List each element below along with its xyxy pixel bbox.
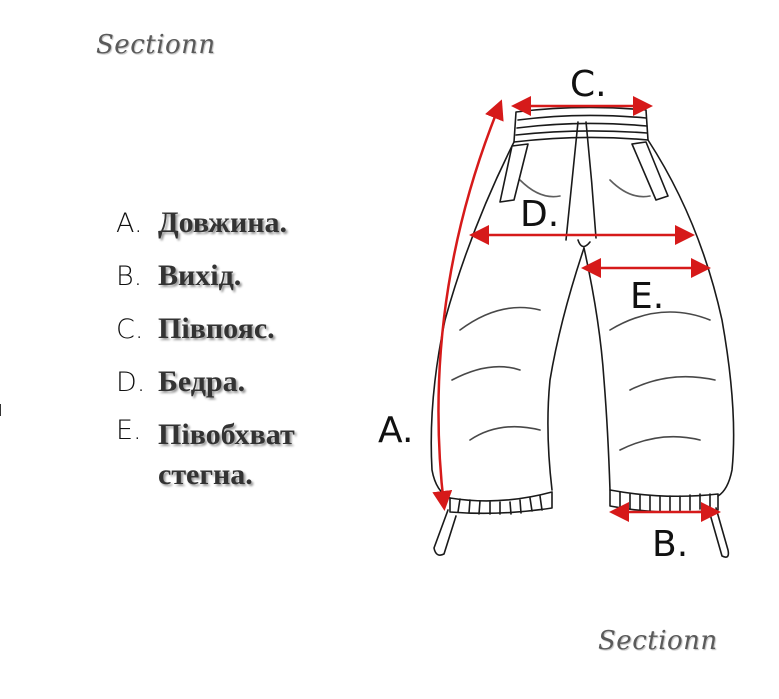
edge-tick bbox=[0, 404, 1, 416]
legend-item-a: A. Довжина. bbox=[116, 203, 348, 256]
legend-item-e: E. Півобхват стегна. bbox=[116, 415, 348, 495]
label-b: B. bbox=[652, 524, 688, 565]
brand-logo-top: Sectionn bbox=[96, 30, 216, 60]
left-pocket bbox=[499, 143, 529, 203]
pants-outline bbox=[430, 106, 735, 558]
legend-letter: E. bbox=[116, 415, 142, 446]
legend-item-c: C. Півпояс. bbox=[116, 309, 348, 362]
right-cuff bbox=[609, 489, 719, 514]
measurement-legend: A. Довжина. B. Вихід. C. Півпояс. D. Бед… bbox=[116, 203, 348, 495]
legend-text: Вихід. bbox=[158, 259, 242, 292]
legend-letter: D. bbox=[116, 367, 146, 398]
drawstring-right bbox=[585, 121, 597, 239]
label-c: C. bbox=[570, 64, 607, 105]
legend-letter: A. bbox=[116, 208, 143, 239]
right-pocket bbox=[631, 141, 669, 201]
left-cuff bbox=[449, 491, 553, 515]
legend-text: Бедра. bbox=[158, 365, 246, 398]
left-leg-inner bbox=[547, 247, 585, 491]
left-toggle bbox=[433, 509, 457, 556]
legend-text: Довжина. bbox=[158, 206, 288, 239]
right-leg-outer bbox=[647, 139, 735, 497]
label-d: D. bbox=[520, 194, 559, 235]
right-leg-inner bbox=[583, 247, 611, 491]
arrow-a-length bbox=[432, 99, 504, 511]
label-e: E. bbox=[630, 276, 664, 317]
legend-item-b: B. Вихід. bbox=[116, 256, 348, 309]
legend-text: Півпояс. bbox=[158, 312, 275, 345]
legend-letter: C. bbox=[116, 314, 144, 345]
legend-item-d: D. Бедра. bbox=[116, 362, 348, 415]
legend-letter: B. bbox=[116, 261, 143, 292]
right-toggle bbox=[709, 507, 730, 558]
drawstring-left bbox=[565, 121, 579, 241]
legend-text: Півобхват стегна. bbox=[158, 418, 295, 491]
dimension-arrows bbox=[432, 96, 721, 522]
label-a: A. bbox=[378, 410, 413, 451]
brand-logo-bottom: Sectionn bbox=[598, 626, 718, 656]
